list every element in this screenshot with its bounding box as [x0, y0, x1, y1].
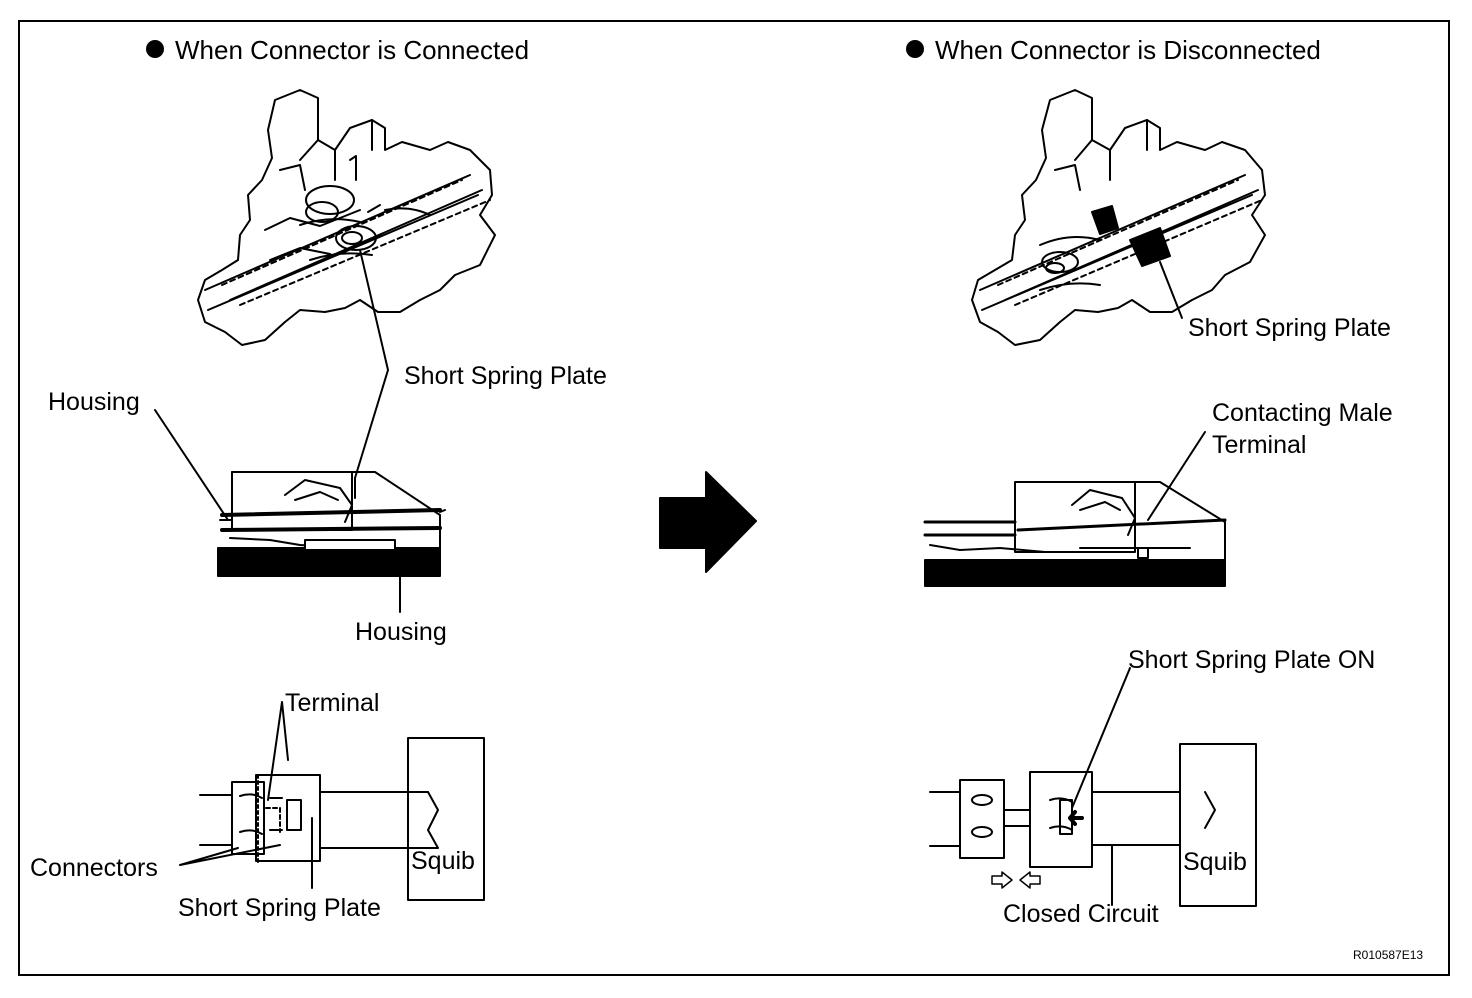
- bullet-icon: [906, 40, 924, 58]
- disconnected-schematic: [929, 743, 1257, 907]
- figure-frame: [18, 20, 1450, 976]
- disconnected-cross-section: [923, 481, 1227, 587]
- label-housing-bottom: Housing: [355, 618, 447, 646]
- label-contacting-male-line2: Terminal: [1212, 431, 1307, 459]
- heading-connected-text: When Connector is Connected: [175, 35, 530, 65]
- label-squib-left: Squib: [411, 847, 475, 875]
- label-short-spring-plate-left-top: Short Spring Plate: [404, 362, 607, 390]
- heading-disconnected-text: When Connector is Disconnected: [935, 35, 1321, 65]
- figure-code: R010587E13: [1353, 948, 1424, 962]
- leader-short-spring-plate-on: [1071, 667, 1131, 809]
- connected-cross-section: [217, 471, 446, 577]
- connected-connector-3d: [197, 89, 496, 346]
- heading-connected: When Connector is Connected: [146, 35, 529, 65]
- heading-disconnected: When Connector is Disconnected: [906, 35, 1321, 65]
- label-squib-right: Squib: [1183, 848, 1247, 876]
- label-housing-top: Housing: [48, 388, 140, 416]
- label-short-spring-plate-left-bottom: Short Spring Plate: [178, 894, 381, 922]
- label-contacting-male-line1: Contacting Male: [1212, 399, 1393, 427]
- transition-arrow: [659, 471, 757, 573]
- label-terminal: Terminal: [285, 689, 380, 717]
- leader-right-short-spring-plate: [1159, 261, 1183, 319]
- leader-short-spring-plate: [354, 249, 389, 479]
- leader-connectors: [179, 844, 281, 866]
- label-closed-circuit: Closed Circuit: [1003, 900, 1159, 928]
- connected-schematic: [199, 737, 485, 901]
- leader-terminal: [267, 701, 289, 801]
- bullet-icon: [146, 40, 164, 58]
- leader-housing-top: [154, 409, 229, 521]
- leader-contacting-male-terminal: [1147, 431, 1206, 521]
- label-short-spring-plate-on: Short Spring Plate ON: [1128, 646, 1376, 674]
- label-short-spring-plate-right: Short Spring Plate: [1188, 314, 1391, 342]
- label-connectors: Connectors: [30, 854, 158, 882]
- disconnected-connector-3d: [971, 89, 1266, 346]
